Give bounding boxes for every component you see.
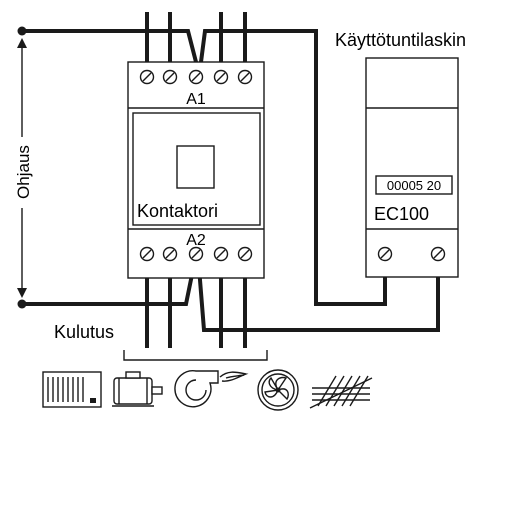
terminal-screw-icon: [162, 246, 178, 262]
axial-fan-icon: [257, 369, 299, 411]
meter-wire-b: [196, 254, 440, 332]
contactor-bottom-terminals: [139, 246, 253, 262]
terminal-screw-icon: [430, 246, 446, 262]
terminal-a2-label: A2: [186, 232, 206, 249]
electric-heater-icon: [42, 371, 102, 408]
terminal-screw-icon: [139, 69, 155, 85]
terminal-screw-icon: [237, 69, 253, 85]
control-node-top: [17, 26, 27, 36]
hour-meter: [365, 57, 459, 278]
terminal-screw-icon: [188, 69, 204, 85]
contactor-label: Kontaktori: [137, 201, 218, 221]
terminal-screw-icon: [237, 246, 253, 262]
terminal-screw-icon: [162, 69, 178, 85]
hour-meter-body: [365, 57, 459, 278]
meter-reading: 00005 20: [387, 178, 441, 193]
meter-title: Käyttötuntilaskin: [335, 30, 466, 50]
meter-terminals: [377, 246, 446, 262]
terminal-a1-label: A1: [186, 91, 206, 108]
terminal-screw-icon: [213, 246, 229, 262]
arrow-up-icon: [17, 38, 27, 48]
heating-cable-icon: [309, 375, 373, 409]
arrow-down-icon: [17, 288, 27, 298]
control-dimension-arrow: [17, 38, 27, 298]
meter-wire-a: [199, 29, 387, 306]
electric-motor-icon: [112, 371, 163, 407]
meter-model: EC100: [374, 204, 429, 224]
control-wire-top: [22, 29, 198, 63]
wires: [22, 12, 440, 348]
meter-display: [375, 175, 453, 195]
terminal-screw-icon: [213, 69, 229, 85]
contactor-indicator-window: [176, 145, 215, 189]
contactor: [127, 61, 265, 279]
terminal-screw-icon: [377, 246, 393, 262]
contactor-top-terminals: [139, 69, 253, 85]
blower-fan-icon: [174, 370, 249, 408]
terminal-screw-icon: [139, 246, 155, 262]
loads-bracket: [123, 350, 268, 361]
terminal-screw-icon: [188, 246, 204, 262]
control-label: Ohjaus: [14, 145, 33, 199]
loads-label: Kulutus: [54, 322, 114, 342]
control-node-bottom: [17, 299, 27, 309]
